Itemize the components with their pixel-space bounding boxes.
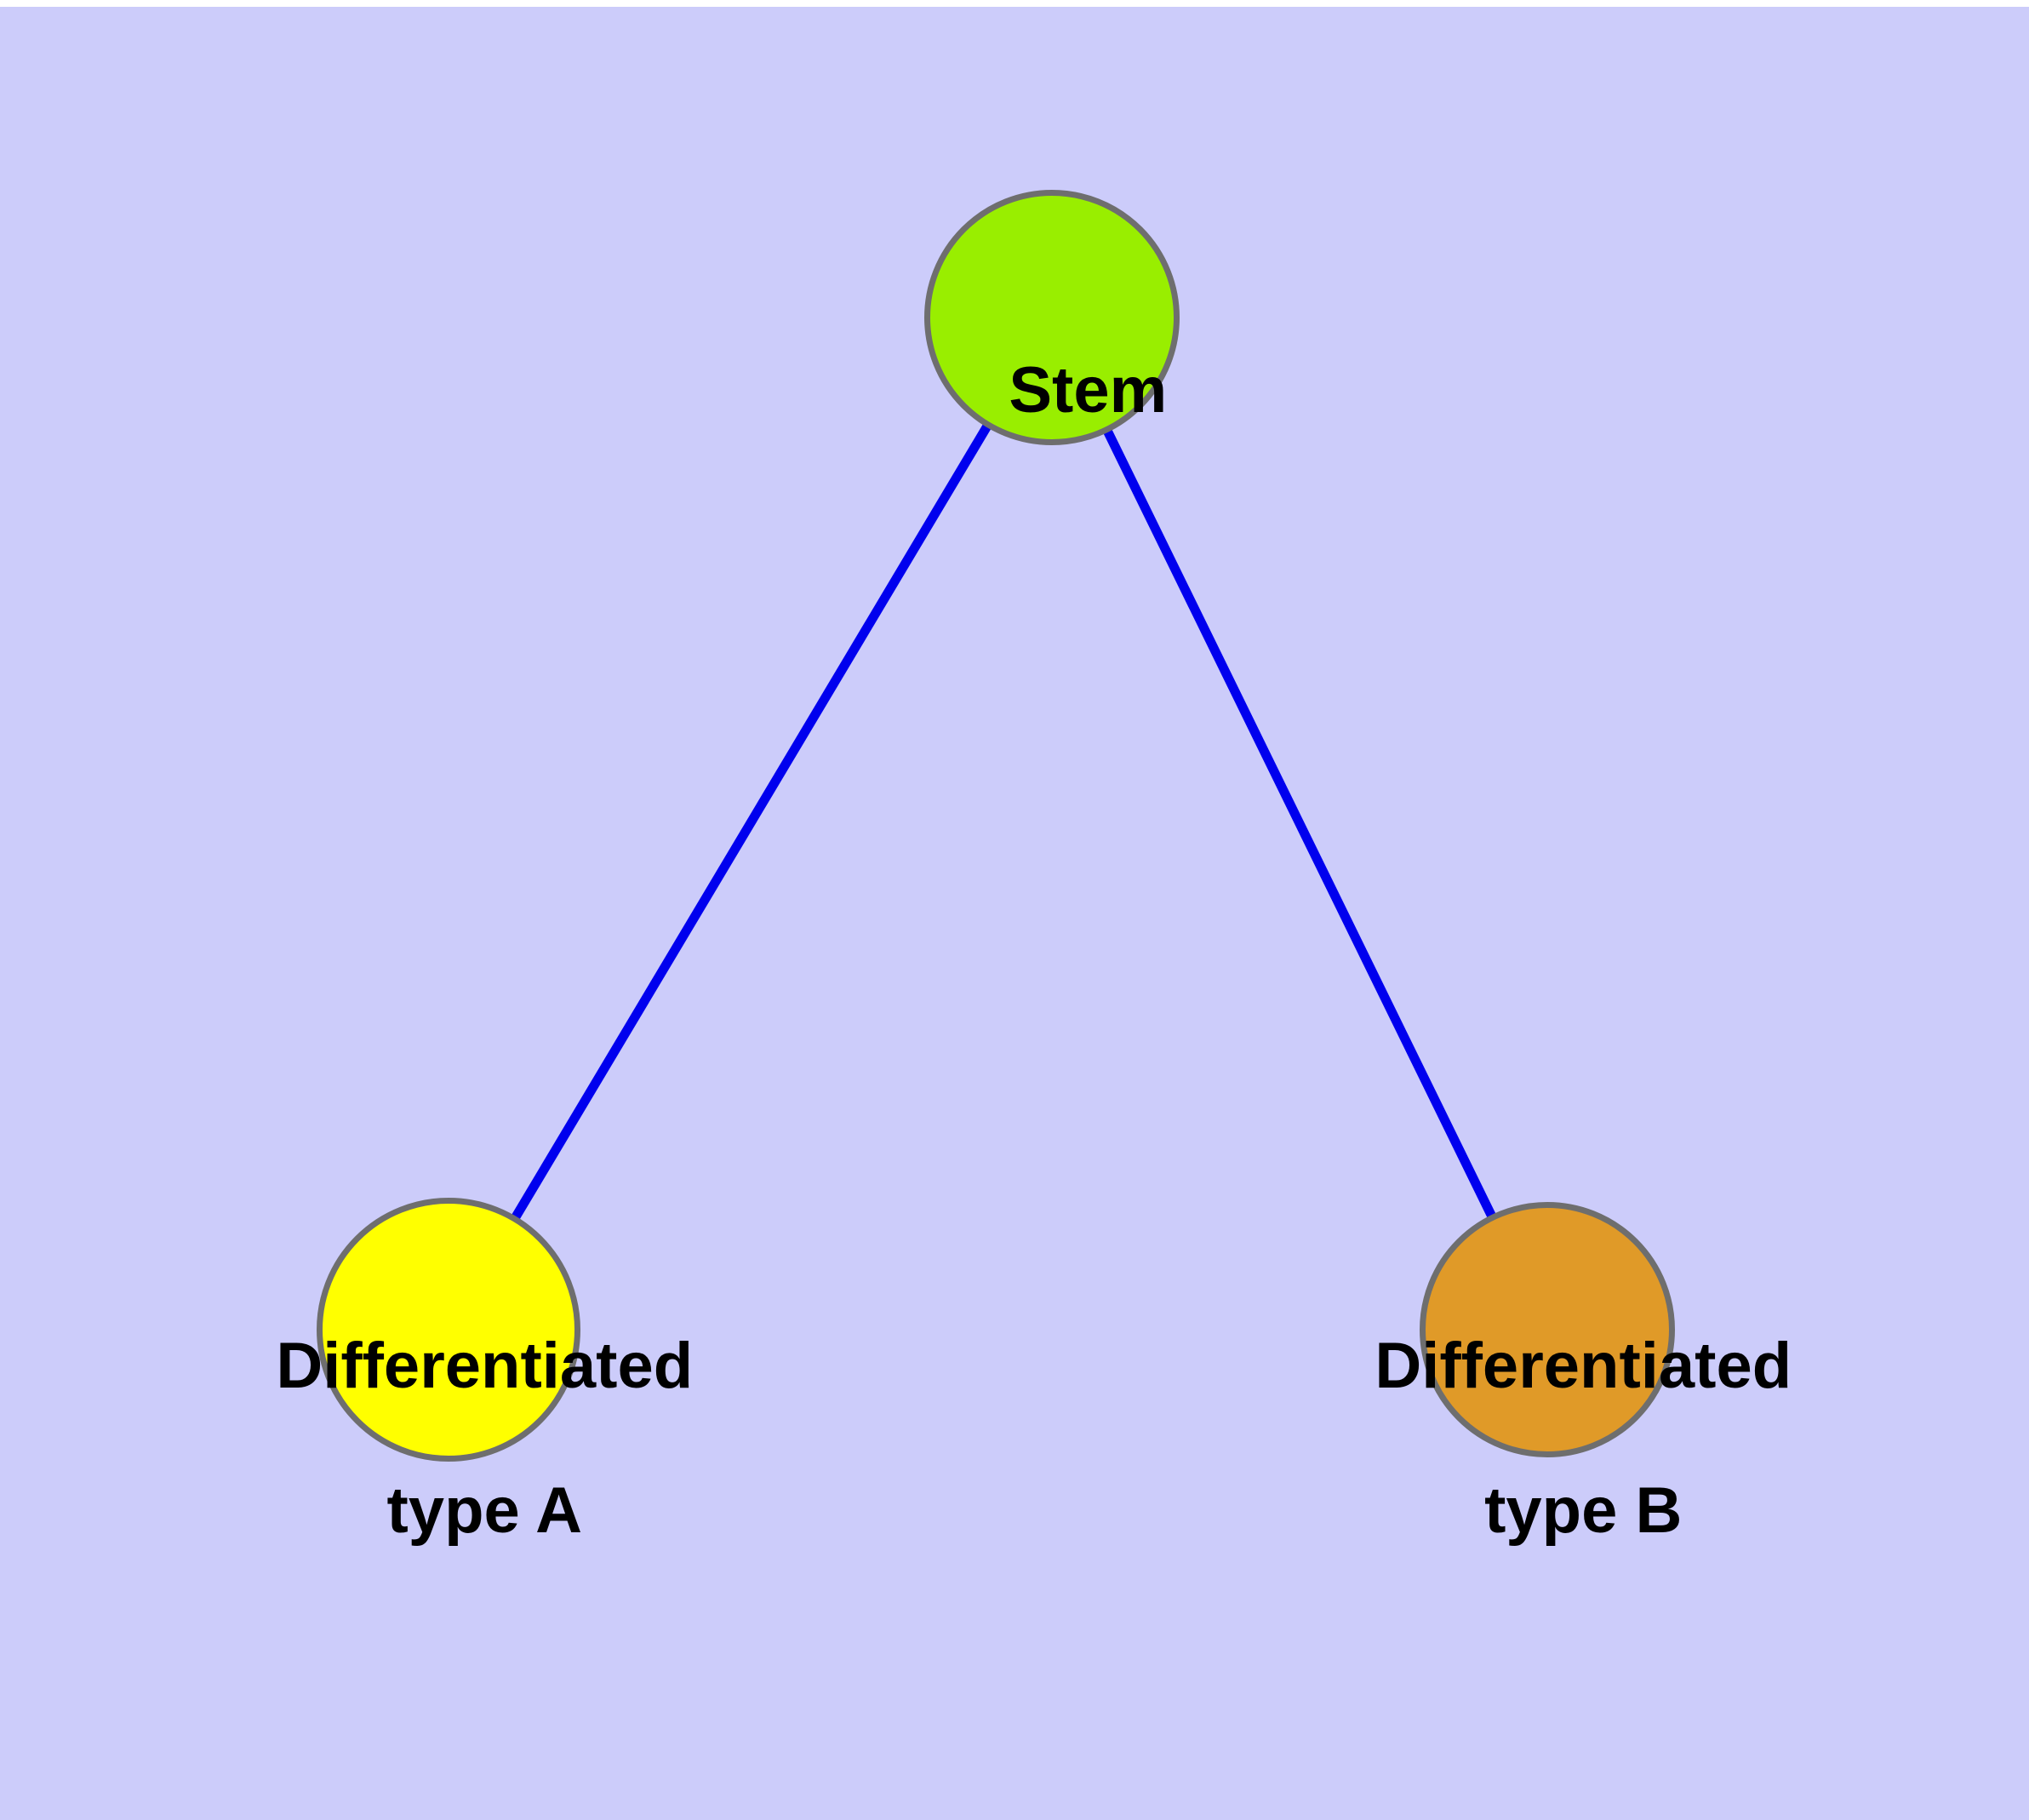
node-stem[interactable] — [924, 190, 1180, 445]
node-differentiated-type-a[interactable] — [317, 1198, 580, 1462]
node-layer — [317, 190, 1675, 1462]
node-differentiated-type-b[interactable] — [1420, 1202, 1675, 1457]
edge-stem-to-differentiated-type-a — [511, 423, 992, 1221]
edge-stem-to-differentiated-type-b — [1103, 428, 1496, 1219]
edge-layer — [511, 423, 1496, 1221]
